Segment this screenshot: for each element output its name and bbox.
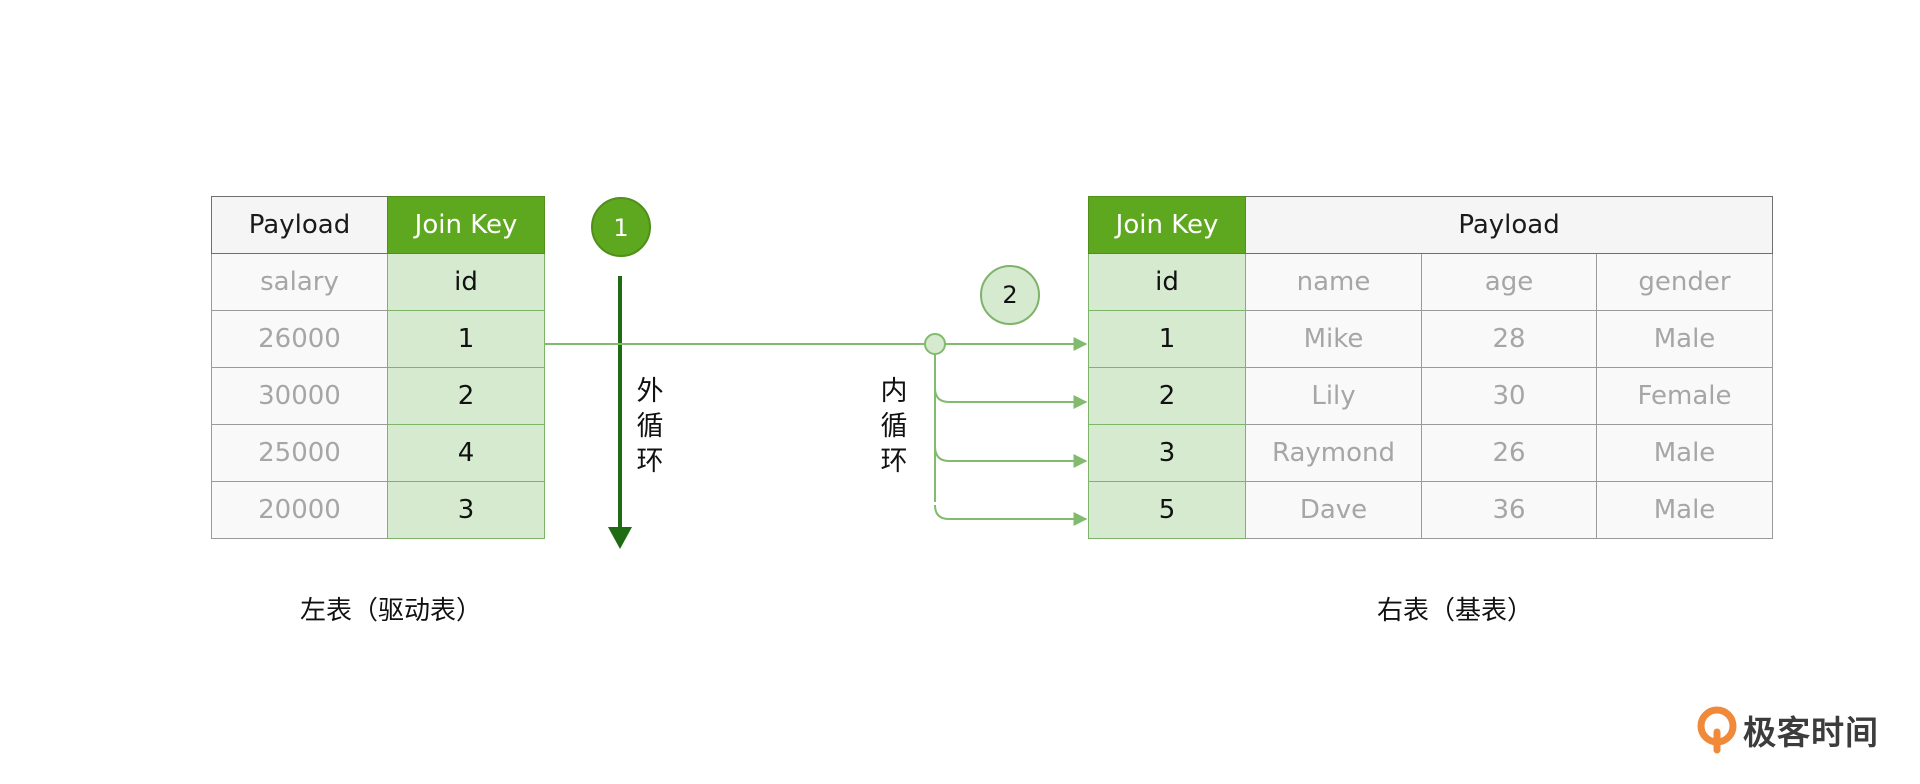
table-row: 5 Dave 36 Male xyxy=(1088,481,1774,539)
join-key-cell: 4 xyxy=(387,424,545,482)
table-header-row: Payload Join Key xyxy=(211,196,545,254)
table-cell: 25000 xyxy=(211,424,388,482)
left-table: Payload Join Key salary id 26000 1 30000… xyxy=(211,196,545,539)
brand-logo-icon xyxy=(1697,706,1737,754)
table-cell: 28 xyxy=(1421,310,1597,368)
table-row: 20000 3 xyxy=(211,481,545,539)
table-cell: Male xyxy=(1595,481,1774,539)
join-key-cell: 3 xyxy=(1088,424,1246,482)
inner-loop-label: 内 循 环 xyxy=(880,376,908,477)
table-cell: 30000 xyxy=(211,367,388,425)
join-key-cell: 2 xyxy=(1088,367,1246,425)
outer-loop-label: 外 循 环 xyxy=(636,376,664,477)
table-cell: 26000 xyxy=(211,310,388,368)
header-join-key: Join Key xyxy=(1088,196,1246,254)
table-cell: Female xyxy=(1595,367,1774,425)
join-key-cell: 5 xyxy=(1088,481,1246,539)
table-cell: Male xyxy=(1595,310,1774,368)
step-two-badge: 2 xyxy=(980,265,1040,325)
step-one-badge: 1 xyxy=(591,197,651,257)
table-cell: Raymond xyxy=(1245,424,1422,482)
table-row: 2 Lily 30 Female xyxy=(1088,367,1774,425)
table-cell: Lily xyxy=(1245,367,1422,425)
join-key-cell: 3 xyxy=(387,481,545,539)
table-row: 26000 1 xyxy=(211,310,545,368)
table-row: 3 Raymond 26 Male xyxy=(1088,424,1774,482)
inner-arrow-row-3 xyxy=(934,445,1088,468)
right-table-caption: 右表（基表） xyxy=(1377,596,1534,626)
brand-logo: 极客时间 xyxy=(1697,706,1879,754)
header-join-key: Join Key xyxy=(387,196,545,254)
table-cell: name xyxy=(1245,253,1422,311)
brand-logo-text: 极客时间 xyxy=(1743,713,1879,752)
table-header-row: Join Key Payload xyxy=(1088,196,1774,254)
table-cell: 30 xyxy=(1421,367,1597,425)
right-table: Join Key Payload id name age gender 1 Mi… xyxy=(1088,196,1774,539)
inner-arrow-row-2 xyxy=(934,387,1088,409)
table-row: 25000 4 xyxy=(211,424,545,482)
join-key-cell: 1 xyxy=(1088,310,1246,368)
join-key-cell: 2 xyxy=(387,367,545,425)
table-cell: gender xyxy=(1595,253,1774,311)
join-key-cell: id xyxy=(387,253,545,311)
header-payload: Payload xyxy=(211,196,388,254)
join-key-cell: 1 xyxy=(387,310,545,368)
join-key-cell: id xyxy=(1088,253,1246,311)
table-row: 1 Mike 28 Male xyxy=(1088,310,1774,368)
inner-arrow-row-4 xyxy=(934,504,1088,526)
table-cell: 20000 xyxy=(211,481,388,539)
table-row: id name age gender xyxy=(1088,253,1774,311)
junction-node xyxy=(924,333,946,355)
table-cell: 36 xyxy=(1421,481,1597,539)
table-row: 30000 2 xyxy=(211,367,545,425)
left-table-caption: 左表（驱动表） xyxy=(300,596,483,626)
table-cell: age xyxy=(1421,253,1597,311)
table-cell: Male xyxy=(1595,424,1774,482)
outer-loop-arrowhead xyxy=(608,527,632,549)
